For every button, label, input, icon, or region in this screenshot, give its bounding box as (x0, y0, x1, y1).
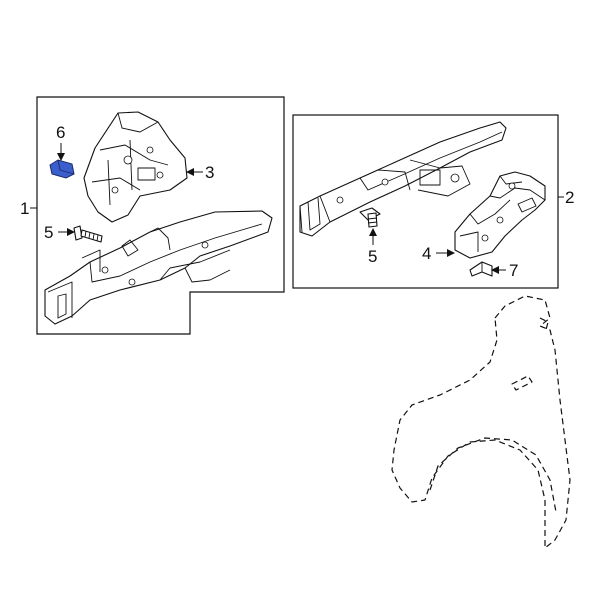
part-4-apron-extension[interactable] (454, 171, 546, 259)
callout-5-left: 5 (44, 223, 53, 242)
fender-reference-outline (391, 295, 571, 549)
part-3-apron-panel[interactable] (83, 111, 188, 223)
part-5-bolt-left[interactable] (73, 225, 103, 243)
callout-4: 4 (422, 244, 431, 263)
callout-3: 3 (205, 163, 214, 182)
part-7-clip[interactable] (469, 261, 493, 277)
part-6-bracket-highlighted[interactable] (49, 159, 75, 179)
callout-6: 6 (56, 123, 65, 142)
callout-1: 1 (20, 199, 29, 218)
right-group-box (292, 114, 559, 289)
right-side-member-rail[interactable] (299, 121, 507, 237)
callout-7: 7 (509, 261, 518, 280)
callout-5-right: 5 (368, 247, 377, 266)
left-side-member-rail[interactable] (44, 210, 273, 325)
part-5-bolt-right[interactable] (359, 207, 381, 228)
callout-2: 2 (565, 188, 574, 207)
left-group-box (36, 96, 285, 335)
bracket-fill (49, 159, 75, 179)
